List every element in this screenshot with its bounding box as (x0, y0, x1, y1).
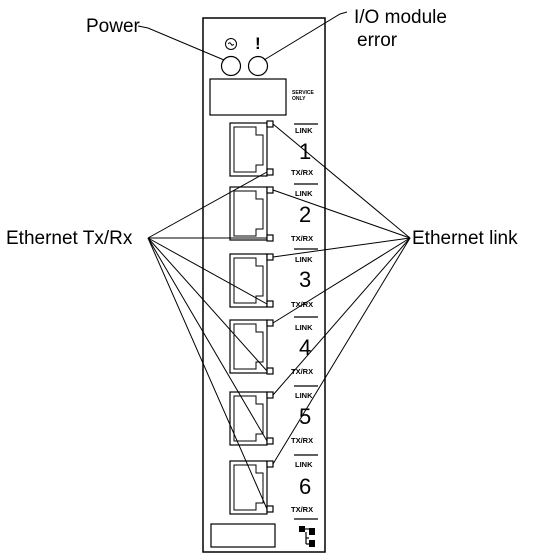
txrx-leader-line-5 (147, 237, 268, 442)
txrx-led (266, 367, 274, 375)
ethernet-port-2: LINK 2 TX/RX (229, 183, 318, 243)
io-error-callout-label-line1: I/O module (354, 7, 447, 28)
link-label: LINK (295, 323, 313, 332)
link-leader-line-3 (272, 237, 411, 258)
link-label: LINK (295, 189, 313, 198)
rj45-jack (229, 122, 268, 177)
link-led (266, 391, 274, 399)
txrx-leader-line-3 (147, 237, 268, 305)
service-label-line1: SERVICE (292, 90, 315, 96)
io-error-leader-line (263, 11, 348, 61)
txrx-led (266, 505, 274, 513)
txrx-led (266, 234, 274, 242)
txrx-leader-line-4 (147, 237, 268, 372)
ethernet-link-callout-label: Ethernet link (412, 228, 518, 249)
rj45-jack (229, 253, 268, 308)
link-led (266, 120, 274, 128)
link-leader-line-5 (272, 237, 411, 396)
link-leader-line-4 (272, 237, 411, 324)
error-icon: ! (255, 34, 261, 53)
txrx-leader-line-6 (147, 237, 268, 510)
rj45-jack-opening (233, 126, 264, 173)
rj45-jack (229, 186, 268, 241)
link-led (266, 460, 274, 468)
txrx-label: TX/RX (291, 505, 313, 514)
txrx-led (266, 437, 274, 445)
txrx-leader-line-1 (147, 171, 268, 239)
rj45-jack-opening (233, 257, 264, 304)
txrx-label: TX/RX (291, 367, 313, 376)
port-number: 2 (299, 202, 311, 227)
link-led (266, 253, 274, 261)
link-leader-line-1 (272, 123, 411, 239)
rj45-jack-opening (233, 190, 264, 237)
service-window (209, 78, 287, 116)
link-label: LINK (295, 460, 313, 469)
port-number: 5 (299, 404, 311, 429)
rj45-jack-opening (233, 464, 264, 511)
network-icon (299, 526, 315, 547)
rj45-jack (229, 391, 268, 446)
port-number: 6 (299, 474, 311, 499)
io-error-callout-label-line2: error (357, 30, 398, 51)
ethernet-port-1: LINK 1 TX/RX (229, 120, 318, 177)
rj45-jack (229, 460, 268, 515)
link-label: LINK (295, 126, 313, 135)
ethernet-port-5: LINK 5 TX/RX (229, 385, 318, 446)
ethernet-txrx-leader-lines (147, 171, 268, 510)
power-led (220, 55, 242, 77)
ethernet-port-6: LINK 6 TX/RX (229, 454, 318, 515)
txrx-label: TX/RX (291, 436, 313, 445)
txrx-label: TX/RX (291, 168, 313, 177)
power-icon (225, 38, 237, 50)
label-window (210, 523, 276, 548)
error-led (247, 55, 269, 77)
txrx-label: TX/RX (291, 234, 313, 243)
link-led (266, 319, 274, 327)
service-label-line2: ONLY (292, 96, 306, 102)
link-label: LINK (295, 255, 313, 264)
port-number: 4 (299, 335, 311, 360)
link-label: LINK (295, 391, 313, 400)
txrx-led (266, 300, 274, 308)
link-leader-line-2 (272, 189, 411, 239)
ethernet-txrx-callout-label: Ethernet Tx/Rx (6, 228, 133, 249)
power-callout-label: Power (86, 16, 141, 37)
link-led (266, 186, 274, 194)
power-leader-line (137, 25, 225, 61)
txrx-led (266, 168, 274, 176)
power-icon-wave (227, 42, 235, 46)
port-number: 1 (299, 139, 311, 164)
ethernet-link-leader-lines (272, 123, 411, 465)
port-number: 3 (299, 267, 311, 292)
link-leader-line-6 (272, 237, 411, 465)
rj45-jack-opening (233, 323, 264, 370)
